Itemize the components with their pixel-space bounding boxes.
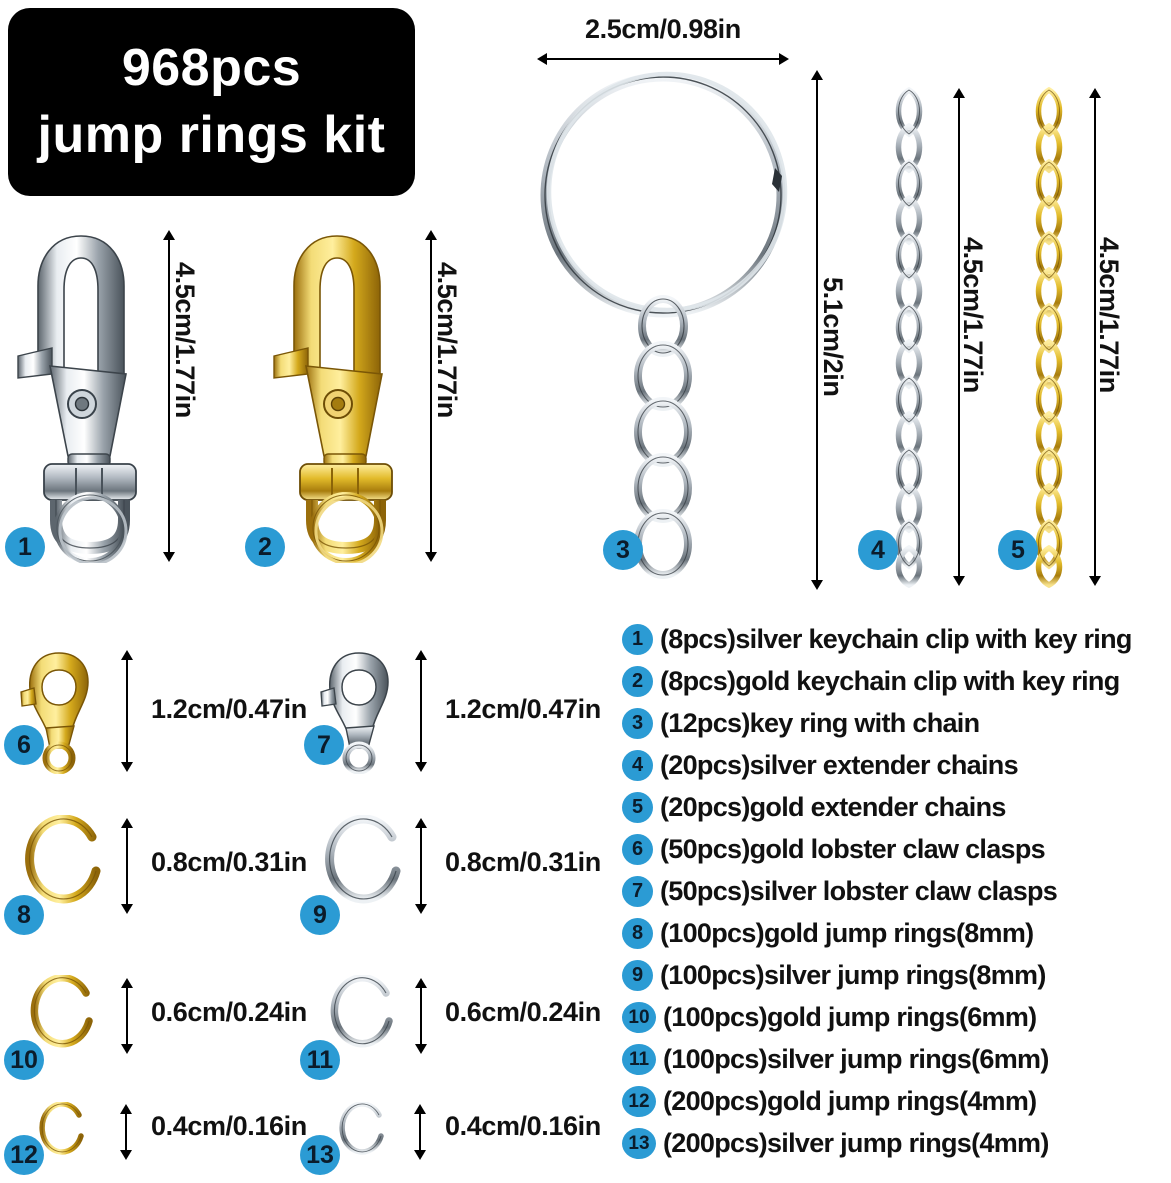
legend-marker-7: 7 bbox=[622, 875, 653, 907]
legend-item-2: 2(8pcs)gold keychain clip with key ring bbox=[622, 660, 1171, 702]
legend-item-13: 13(200pcs)silver jump rings(4mm) bbox=[622, 1122, 1171, 1164]
silver-ring-8mm-dimension-arrow bbox=[412, 818, 430, 914]
legend-item-11: 11(100pcs)silver jump rings(6mm) bbox=[622, 1038, 1171, 1080]
legend-item-5: 5(20pcs)gold extender chains bbox=[622, 786, 1171, 828]
legend-label-13: (200pcs)silver jump rings(4mm) bbox=[663, 1127, 1049, 1158]
legend-item-8: 8(100pcs)gold jump rings(8mm) bbox=[622, 912, 1171, 954]
gold-lobster-clasp-image bbox=[18, 648, 100, 774]
marker-10: 10 bbox=[4, 1040, 44, 1080]
key-ring-width-arrow bbox=[537, 50, 789, 68]
silver-clip-dimension-label: 4.5cm/1.77in bbox=[170, 262, 200, 418]
silver-extender-dimension-arrow bbox=[950, 88, 968, 586]
legend-item-12: 12(200pcs)gold jump rings(4mm) bbox=[622, 1080, 1171, 1122]
gold-jump-ring-6mm-image bbox=[26, 975, 100, 1057]
gold-extender-dimension-arrow bbox=[1086, 88, 1104, 586]
legend-item-7: 7(50pcs)silver lobster claw clasps bbox=[622, 870, 1171, 912]
gold-extender-chain-image bbox=[1026, 86, 1072, 588]
marker-7: 7 bbox=[304, 725, 344, 765]
gold-ring-4mm-dimension-label: 0.4cm/0.16in bbox=[151, 1111, 307, 1141]
silver-jump-ring-8mm-image bbox=[318, 815, 406, 913]
marker-1: 1 bbox=[5, 527, 45, 567]
gold-clasp-dimension-arrow bbox=[118, 650, 136, 772]
legend-label-10: (100pcs)gold jump rings(6mm) bbox=[663, 1001, 1037, 1032]
marker-6: 6 bbox=[4, 725, 44, 765]
key-ring-with-chain-image bbox=[532, 64, 794, 594]
gold-extender-dimension-label: 4.5cm/1.77in bbox=[1094, 237, 1124, 393]
legend-marker-1: 1 bbox=[622, 623, 653, 655]
legend-marker-10: 10 bbox=[622, 1001, 656, 1033]
legend-item-4: 4(20pcs)silver extender chains bbox=[622, 744, 1171, 786]
gold-keychain-clip-image bbox=[262, 228, 412, 563]
silver-ring-8mm-dimension-label: 0.8cm/0.31in bbox=[445, 847, 601, 877]
silver-jump-ring-6mm-image bbox=[326, 975, 400, 1057]
silver-jump-ring-4mm-image bbox=[334, 1102, 390, 1164]
legend-label-6: (50pcs)gold lobster claw clasps bbox=[660, 833, 1046, 864]
legend-item-1: 1(8pcs)silver keychain clip with key rin… bbox=[622, 618, 1171, 660]
legend-label-1: (8pcs)silver keychain clip with key ring bbox=[660, 623, 1132, 654]
gold-ring-8mm-dimension-arrow bbox=[118, 818, 136, 914]
legend-marker-2: 2 bbox=[622, 665, 653, 697]
legend-label-2: (8pcs)gold keychain clip with key ring bbox=[660, 665, 1120, 696]
silver-keychain-clip-image bbox=[6, 228, 156, 563]
gold-ring-8mm-dimension-label: 0.8cm/0.31in bbox=[151, 847, 307, 877]
silver-clasp-dimension-label: 1.2cm/0.47in bbox=[445, 694, 601, 724]
marker-3: 3 bbox=[603, 530, 643, 570]
silver-clip-dimension-arrow bbox=[160, 230, 178, 562]
legend-marker-13: 13 bbox=[622, 1127, 656, 1159]
key-ring-height-arrow bbox=[808, 70, 826, 590]
legend-item-6: 6(50pcs)gold lobster claw clasps bbox=[622, 828, 1171, 870]
gold-jump-ring-8mm-image bbox=[18, 815, 106, 913]
legend-label-4: (20pcs)silver extender chains bbox=[660, 749, 1019, 780]
legend-item-3: 3(12pcs)key ring with chain bbox=[622, 702, 1171, 744]
gold-clasp-dimension-label: 1.2cm/0.47in bbox=[151, 694, 307, 724]
silver-ring-6mm-dimension-label: 0.6cm/0.24in bbox=[445, 997, 601, 1027]
silver-ring-4mm-dimension-arrow bbox=[412, 1104, 428, 1160]
legend-marker-8: 8 bbox=[622, 917, 653, 949]
silver-ring-4mm-dimension-label: 0.4cm/0.16in bbox=[445, 1111, 601, 1141]
title-badge: 968pcs jump rings kit bbox=[8, 8, 415, 196]
legend-marker-9: 9 bbox=[622, 959, 653, 991]
legend-label-9: (100pcs)silver jump rings(8mm) bbox=[660, 959, 1046, 990]
legend-label-3: (12pcs)key ring with chain bbox=[660, 707, 980, 738]
legend-marker-3: 3 bbox=[622, 707, 653, 739]
marker-8: 8 bbox=[4, 895, 44, 935]
marker-12: 12 bbox=[4, 1135, 44, 1175]
marker-5: 5 bbox=[998, 530, 1038, 570]
marker-11: 11 bbox=[300, 1040, 340, 1080]
legend-marker-4: 4 bbox=[622, 749, 653, 781]
legend-label-7: (50pcs)silver lobster claw clasps bbox=[660, 875, 1058, 906]
silver-lobster-clasp-image bbox=[318, 648, 400, 774]
legend-marker-12: 12 bbox=[622, 1085, 656, 1117]
marker-9: 9 bbox=[300, 895, 340, 935]
legend-label-8: (100pcs)gold jump rings(8mm) bbox=[660, 917, 1034, 948]
legend-list: 1(8pcs)silver keychain clip with key rin… bbox=[622, 618, 1171, 1164]
gold-ring-6mm-dimension-arrow bbox=[118, 978, 136, 1054]
marker-4: 4 bbox=[858, 530, 898, 570]
silver-extender-dimension-label: 4.5cm/1.77in bbox=[958, 237, 988, 393]
marker-2: 2 bbox=[245, 527, 285, 567]
silver-clasp-dimension-arrow bbox=[412, 650, 430, 772]
legend-marker-11: 11 bbox=[622, 1043, 656, 1075]
title-line-1: 968pcs bbox=[121, 39, 302, 98]
key-ring-width-label: 2.5cm/0.98in bbox=[585, 14, 741, 44]
gold-ring-6mm-dimension-label: 0.6cm/0.24in bbox=[151, 997, 307, 1027]
marker-13: 13 bbox=[300, 1135, 340, 1175]
silver-extender-chain-image bbox=[886, 86, 932, 588]
legend-label-5: (20pcs)gold extender chains bbox=[660, 791, 1006, 822]
gold-jump-ring-4mm-image bbox=[34, 1102, 90, 1164]
legend-label-11: (100pcs)silver jump rings(6mm) bbox=[663, 1043, 1049, 1074]
legend-item-10: 10(100pcs)gold jump rings(6mm) bbox=[622, 996, 1171, 1038]
legend-marker-6: 6 bbox=[622, 833, 653, 865]
key-ring-height-label: 5.1cm/2in bbox=[818, 277, 848, 397]
legend-marker-5: 5 bbox=[622, 791, 653, 823]
silver-ring-6mm-dimension-arrow bbox=[412, 978, 430, 1054]
legend-item-9: 9(100pcs)silver jump rings(8mm) bbox=[622, 954, 1171, 996]
legend-label-12: (200pcs)gold jump rings(4mm) bbox=[663, 1085, 1037, 1116]
gold-ring-4mm-dimension-arrow bbox=[118, 1104, 134, 1160]
title-line-2: jump rings kit bbox=[37, 106, 386, 164]
gold-clip-dimension-label: 4.5cm/1.77in bbox=[432, 262, 462, 418]
gold-clip-dimension-arrow bbox=[422, 230, 440, 562]
